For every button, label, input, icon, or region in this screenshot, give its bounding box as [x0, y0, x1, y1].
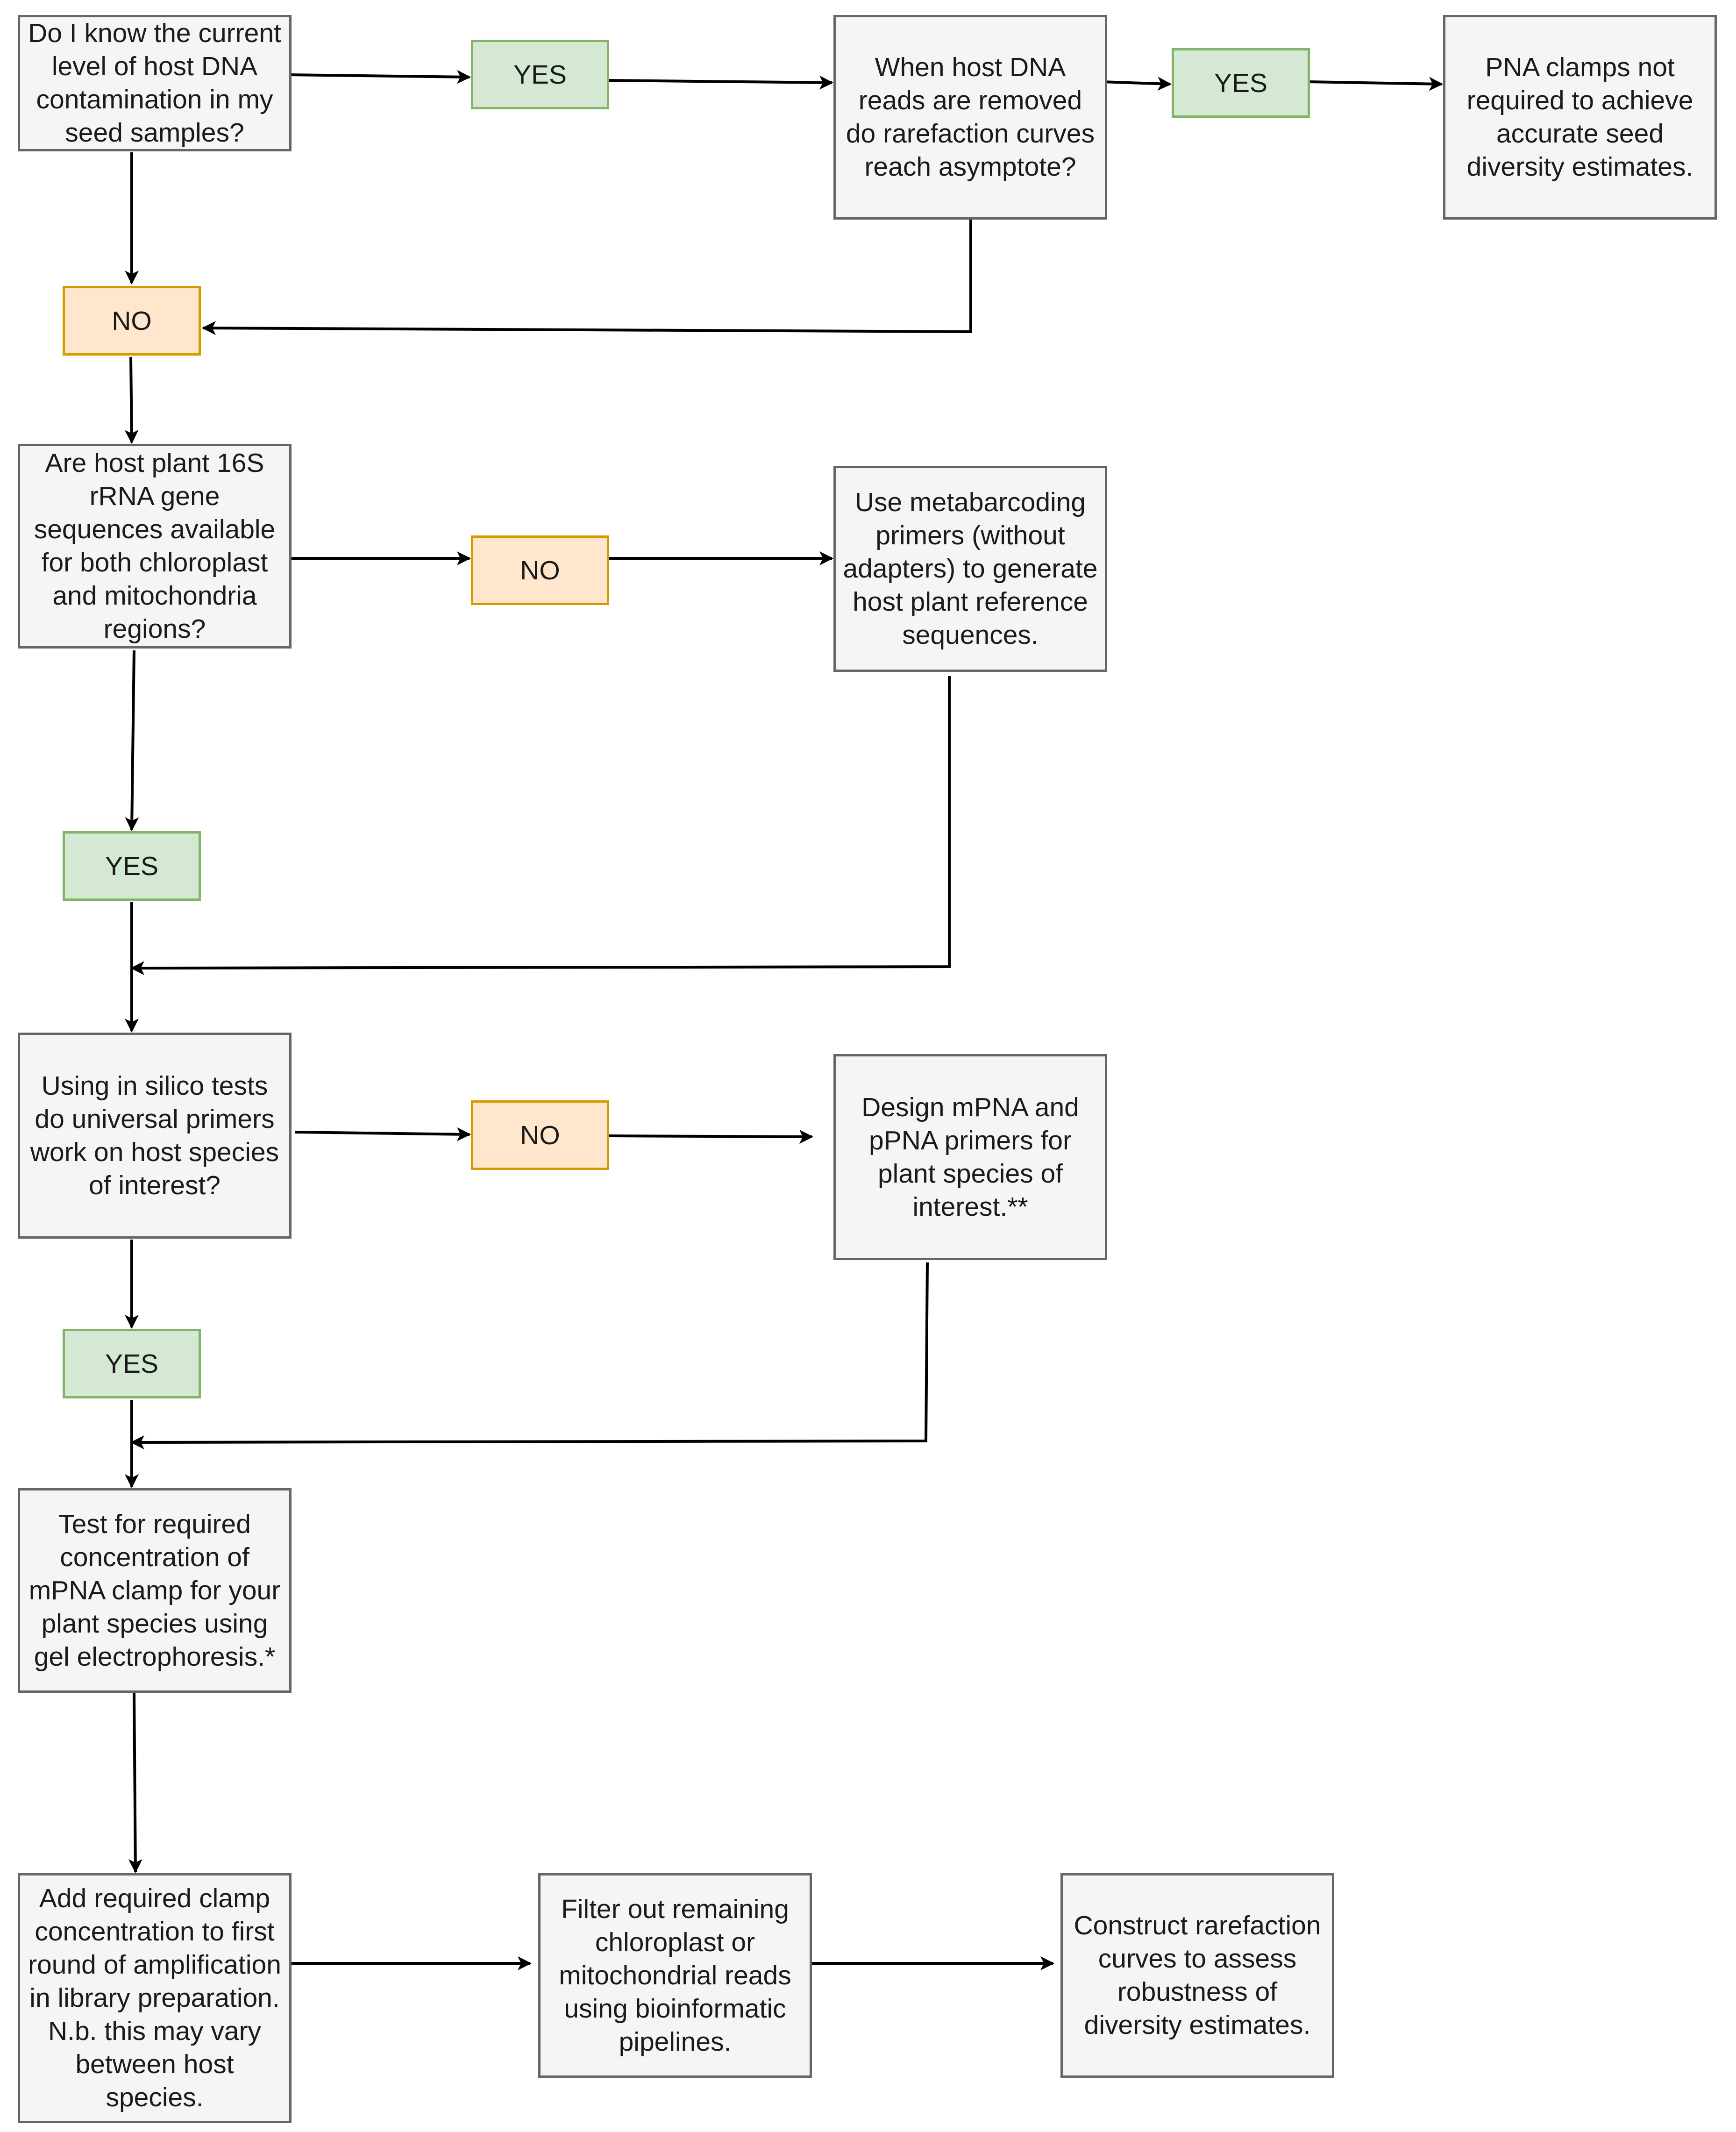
use-metabarcoding-primers: Use metabarcoding primers (without adapt… [833, 466, 1107, 672]
no-label-contamination: NO [63, 286, 201, 356]
arrow-no-to-16s [124, 357, 139, 444]
test-clamp-concentration: Test for required concentration of mPNA … [18, 1488, 292, 1693]
arrow-universal-to-no [294, 1127, 471, 1141]
arrow-test-to-add-clamp [128, 1693, 142, 1873]
filter-remaining-reads: Filter out remaining chloroplast or mito… [538, 1873, 812, 2078]
no-label-universal-primers: NO [471, 1100, 609, 1170]
pna-clamps-not-required: PNA clamps not required to achieve accur… [1443, 15, 1717, 220]
yes-label-16s: YES [63, 831, 201, 901]
arrow-design-to-join [130, 1262, 929, 1449]
arrow-no-to-design [607, 1129, 813, 1144]
arrow-rarefaction-to-no [202, 218, 972, 335]
arrow-yes-to-pna-not-required [1308, 77, 1443, 91]
no-label-16s: NO [471, 535, 609, 605]
question-host-dna-contamination: Do I know the current level of host DNA … [18, 15, 292, 151]
arrow-contamination-to-yes [289, 70, 471, 84]
yes-label-universal-primers: YES [63, 1329, 201, 1398]
arrow-16s-to-yes [125, 650, 139, 831]
arrow-yes-to-rarefaction [607, 75, 833, 90]
design-pna-primers: Design mPNA and pPNA primers for plant s… [833, 1054, 1107, 1260]
arrow-rarefaction-to-yes [1101, 77, 1172, 91]
add-clamp-concentration: Add required clamp concentration to firs… [18, 1873, 292, 2123]
yes-label-contamination: YES [471, 40, 609, 109]
construct-rarefaction-curves: Construct rarefaction curves to assess r… [1060, 1873, 1334, 2078]
question-universal-primers: Using in silico tests do universal prime… [18, 1033, 292, 1239]
question-rarefaction-asymptote: When host DNA reads are removed do raref… [833, 15, 1107, 220]
arrow-metabarcoding-to-join [130, 676, 951, 975]
yes-label-rarefaction: YES [1172, 48, 1310, 118]
question-16s-sequences-available: Are host plant 16S rRNA gene sequences a… [18, 444, 292, 649]
